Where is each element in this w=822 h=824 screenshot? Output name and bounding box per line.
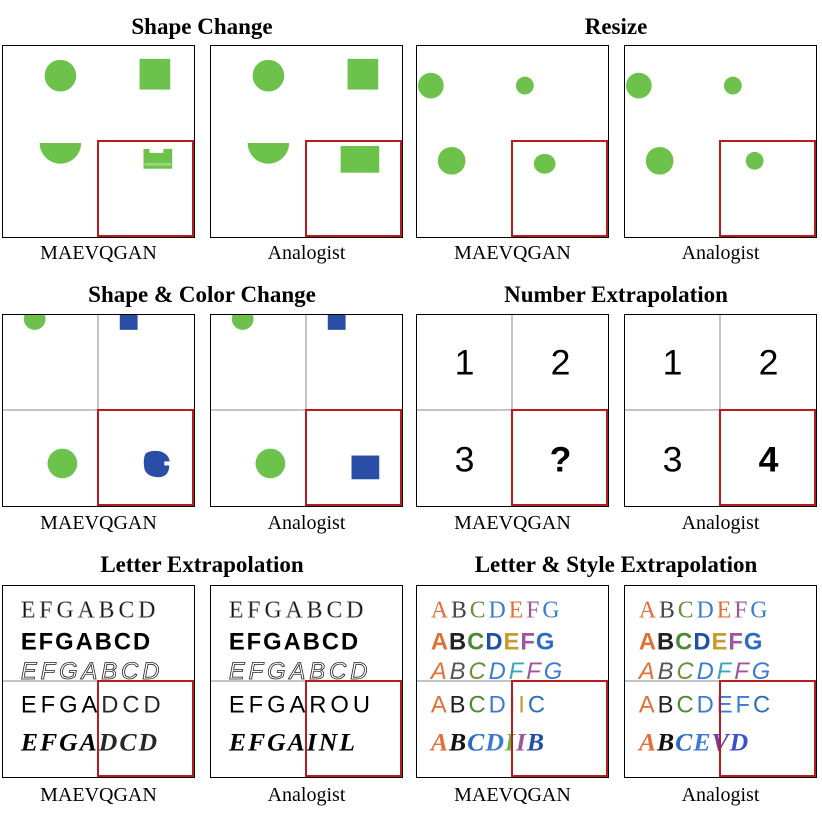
resize-maevqgan-panel xyxy=(416,45,609,238)
caption-maevqgan: MAEVQGAN xyxy=(454,512,571,534)
style-maevqgan-panel: ABCDEFG ABCDEFG ABCDFFG ABCDIIC ABCDIIB xyxy=(416,585,609,778)
letter-analogist-panel: EFGABCD EFGABCD EFGABCD EFGAROU EFGAINL xyxy=(210,585,403,778)
caption-analogist: Analogist xyxy=(267,242,346,264)
letter-row: EFGADCD xyxy=(21,692,165,719)
prediction-box xyxy=(97,680,194,777)
shape-change-maevqgan-panel xyxy=(2,45,195,238)
letter-row: EFGABCD xyxy=(229,598,368,624)
caption-maevqgan: MAEVQGAN xyxy=(454,784,571,806)
svg-text:ABCDFFG: ABCDFFG xyxy=(429,658,565,685)
generated-number: ? xyxy=(550,439,572,479)
svg-text:ABCDEFG: ABCDEFG xyxy=(431,598,563,624)
svg-text:ABCDEFG: ABCDEFG xyxy=(639,628,763,655)
caption-maevqgan: MAEVQGAN xyxy=(40,242,157,264)
generated-circle xyxy=(745,151,764,170)
number-two: 2 xyxy=(551,342,571,382)
title-number-extrapolation: Number Extrapolation xyxy=(504,282,728,307)
svg-text:ABCDEFG: ABCDEFG xyxy=(431,628,555,655)
number-two: 2 xyxy=(759,342,779,382)
prediction-box xyxy=(305,140,402,237)
svg-text:ABCDEFG: ABCDEFG xyxy=(639,598,771,624)
svg-text:ABCDFFG: ABCDFFG xyxy=(637,658,773,685)
number-maevqgan-panel: 1 2 3 ? xyxy=(416,314,609,507)
caption-analogist: Analogist xyxy=(681,512,760,534)
shape-color-analogist-panel xyxy=(210,314,403,507)
prediction-box xyxy=(719,409,816,506)
prediction-box xyxy=(305,409,402,506)
prediction-box xyxy=(719,680,816,777)
letter-maevqgan-panel: EFGABCD EFGABCD EFGABCD EFGADCD EFGADCD xyxy=(2,585,195,778)
prediction-box xyxy=(97,140,194,237)
generated-blob xyxy=(143,450,170,478)
generated-square xyxy=(351,455,380,480)
letter-row: EFGABCD xyxy=(21,628,152,655)
letter-row: EFGABCD xyxy=(229,628,360,655)
letter-row: EFGABCD xyxy=(21,598,160,624)
caption-analogist: Analogist xyxy=(681,784,760,806)
caption-analogist: Analogist xyxy=(267,512,346,534)
resize-analogist-panel xyxy=(624,45,817,238)
generated-circle xyxy=(533,153,556,174)
generated-square xyxy=(340,145,380,173)
shape-change-analogist-panel xyxy=(210,45,403,238)
style-analogist-panel: ABCDEFG ABCDEFG ABCDFFG ABCDEFC ABCEVD xyxy=(624,585,817,778)
caption-maevqgan: MAEVQGAN xyxy=(40,512,157,534)
shape-color-maevqgan-panel xyxy=(2,314,195,507)
green-half-circle xyxy=(39,142,82,164)
title-resize: Resize xyxy=(584,14,648,39)
title-letter-style-extrapolation: Letter & Style Extrapolation xyxy=(474,552,758,577)
letter-row: EFGAROU xyxy=(229,692,374,719)
svg-text:ABCDIIB: ABCDIIB xyxy=(429,727,545,756)
green-circle xyxy=(44,59,77,92)
title-shape-change: Shape Change xyxy=(131,14,273,39)
letter-row: EFGAINL xyxy=(228,727,357,756)
prediction-box xyxy=(511,409,608,506)
prediction-box xyxy=(305,680,402,777)
letter-row: EFGADCD xyxy=(20,727,159,756)
caption-maevqgan: MAEVQGAN xyxy=(454,242,571,264)
number-one: 1 xyxy=(455,342,475,382)
number-three: 3 xyxy=(455,439,475,479)
prediction-box xyxy=(97,409,194,506)
prediction-box xyxy=(511,140,608,237)
number-analogist-panel: 1 2 3 4 xyxy=(624,314,817,507)
generated-number: 4 xyxy=(759,439,779,479)
prediction-box xyxy=(719,140,816,237)
caption-analogist: Analogist xyxy=(267,784,346,806)
green-square xyxy=(139,58,171,90)
caption-analogist: Analogist xyxy=(681,242,760,264)
title-letter-extrapolation: Letter Extrapolation xyxy=(100,552,304,577)
title-shape-color-change: Shape & Color Change xyxy=(88,282,316,307)
number-one: 1 xyxy=(663,342,683,382)
prediction-box xyxy=(511,680,608,777)
caption-maevqgan: MAEVQGAN xyxy=(40,784,157,806)
number-three: 3 xyxy=(663,439,683,479)
